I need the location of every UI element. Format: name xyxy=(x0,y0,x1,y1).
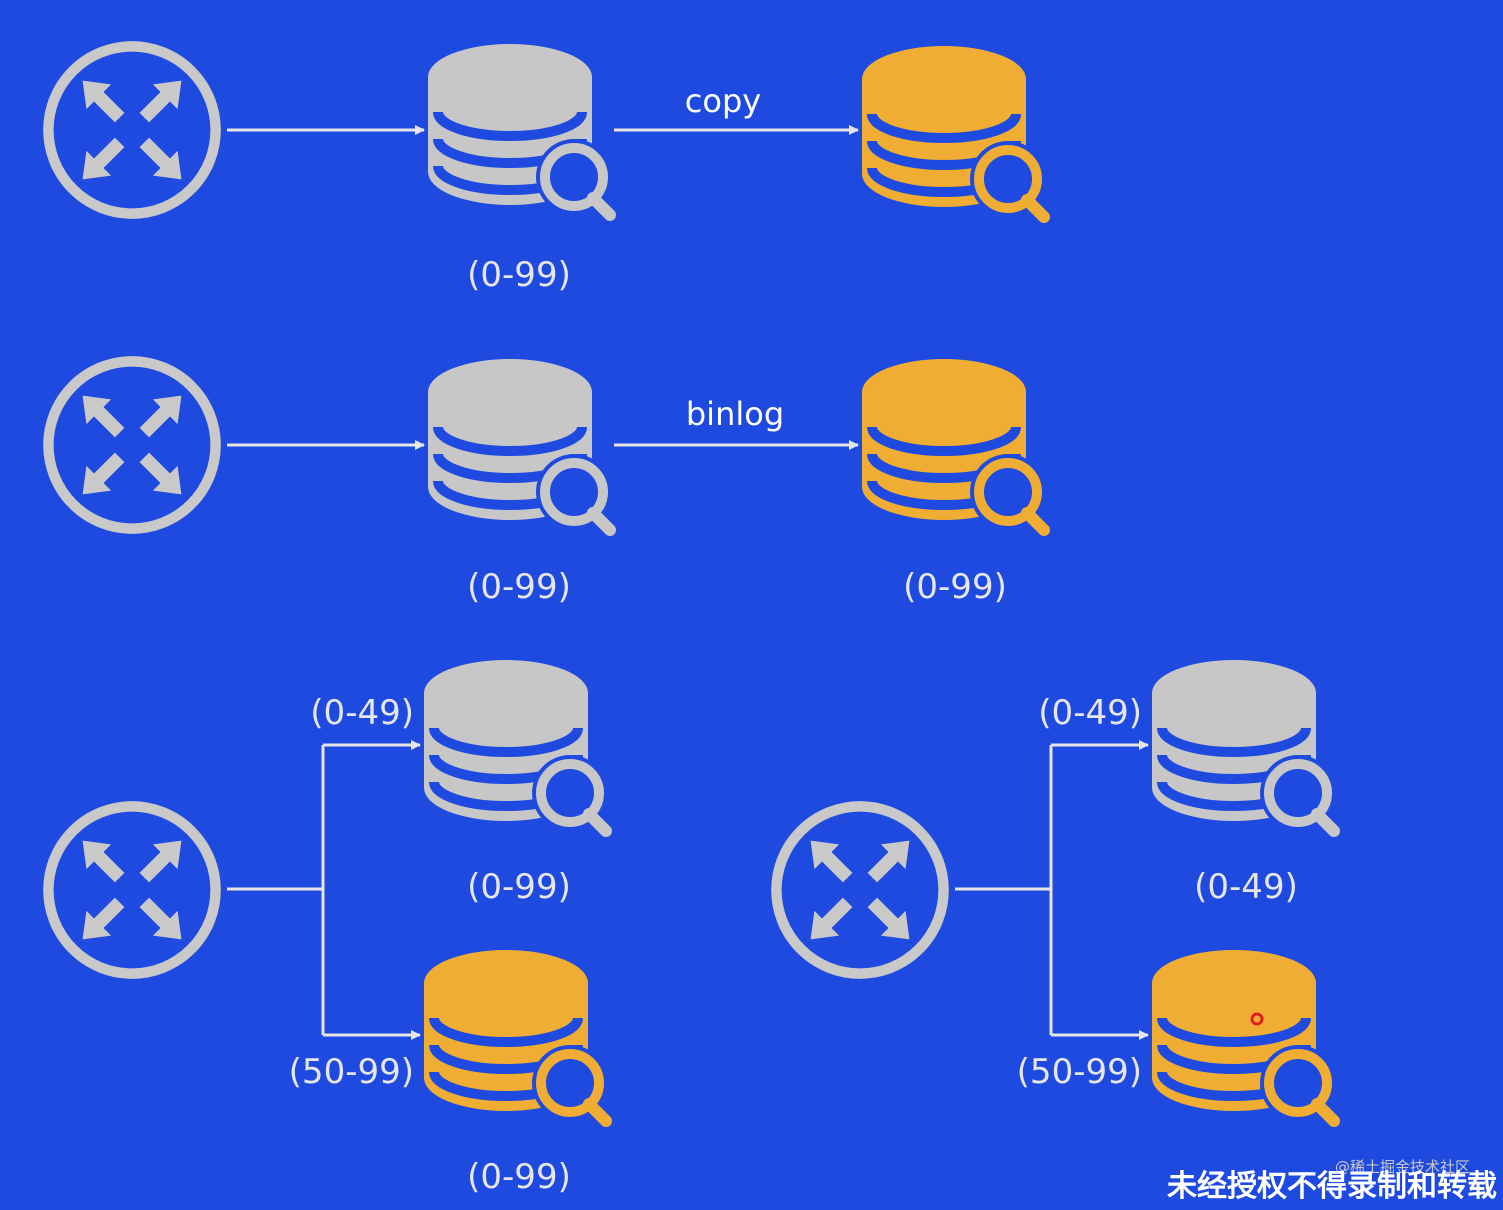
source-range-label: (0-99) xyxy=(467,567,571,607)
bottom-route-label: (50-99) xyxy=(289,1052,414,1092)
database-search-icon-new xyxy=(1152,950,1336,1121)
split-left: (0-49) (50-99) (0-99) (0-99) xyxy=(48,660,608,1197)
binlog-label: binlog xyxy=(686,395,784,433)
row-copy: copy (0-99) xyxy=(48,44,1046,295)
top-db-range-label: (0-99) xyxy=(467,867,571,907)
pointer-dot xyxy=(1250,1012,1264,1026)
top-db-range-label: (0-49) xyxy=(1194,867,1298,907)
watermark-text: 未经授权不得录制和转载 xyxy=(1167,1169,1497,1204)
router-icon xyxy=(48,361,215,528)
split-right: (0-49) (50-99) (0-49) xyxy=(776,660,1336,1121)
router-icon xyxy=(48,806,215,973)
target-range-label: (0-99) xyxy=(903,567,1007,607)
row-binlog: binlog (0-99) (0-99) xyxy=(48,359,1046,607)
bottom-route-label: (50-99) xyxy=(1017,1052,1142,1092)
database-search-icon xyxy=(428,44,612,215)
database-search-icon xyxy=(424,660,608,831)
router-icon xyxy=(776,806,943,973)
database-search-icon-new xyxy=(424,950,608,1121)
watermark-small-text: @稀土掘金技术社区 xyxy=(1335,1158,1470,1176)
top-route-label: (0-49) xyxy=(310,693,414,733)
watermark: @稀土掘金技术社区 未经授权不得录制和转载 xyxy=(1167,1158,1497,1204)
top-route-label: (0-49) xyxy=(1038,693,1142,733)
database-search-icon-replica xyxy=(862,359,1046,530)
copy-label: copy xyxy=(685,82,761,120)
database-search-icon xyxy=(1152,660,1336,831)
router-icon xyxy=(48,46,215,213)
database-search-icon-copy xyxy=(862,46,1046,217)
bottom-db-range-label: (0-99) xyxy=(467,1157,571,1197)
source-range-label: (0-99) xyxy=(467,255,571,295)
database-search-icon xyxy=(428,359,612,530)
